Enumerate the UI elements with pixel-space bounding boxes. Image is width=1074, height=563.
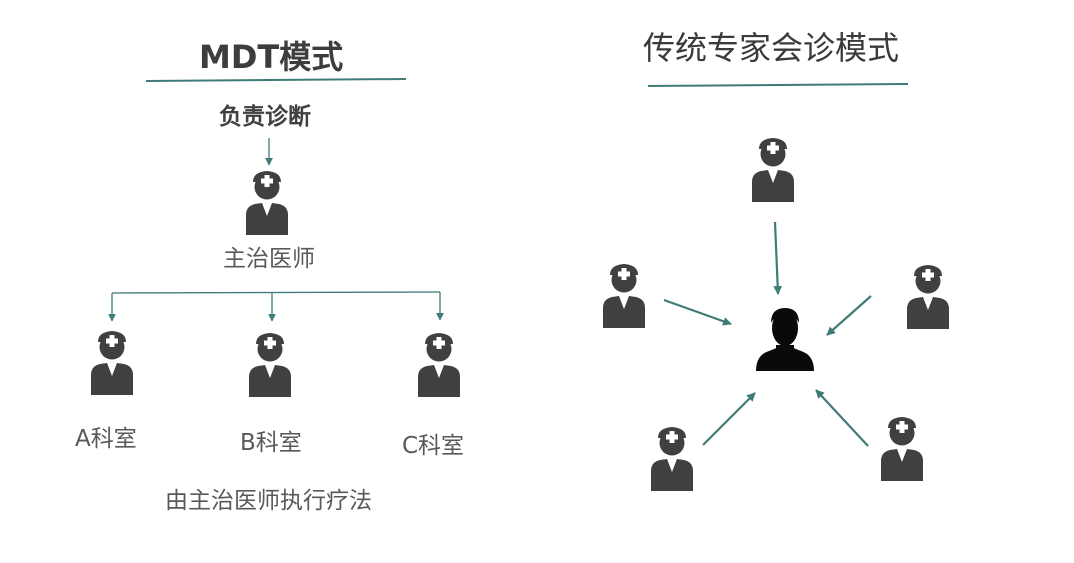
expert-top-doctor-icon	[752, 138, 794, 202]
dept-b-doctor-icon	[249, 333, 291, 397]
traditional-title: 传统专家会诊模式	[643, 29, 900, 67]
dept-a-label: A科室	[75, 426, 137, 452]
attending-doctor-icon	[246, 171, 288, 235]
mdt-title: MDT模式	[199, 38, 344, 76]
attending-label: 主治医师	[223, 246, 315, 272]
arrow-left	[663, 298, 732, 326]
expert-right-doctor-icon	[907, 265, 949, 329]
expert-bottom-left-doctor-icon	[651, 427, 693, 491]
conclusion-label: 由主治医师执行疗法	[165, 488, 372, 514]
dept-c-doctor-icon	[418, 333, 460, 397]
arrow-right	[826, 295, 872, 336]
expert-bottom-right-doctor-icon	[881, 417, 923, 481]
traditional-title-underline	[647, 83, 909, 87]
dept-a-doctor-icon	[91, 331, 133, 395]
expert-left-doctor-icon	[603, 264, 645, 328]
dept-b-label: B科室	[240, 430, 302, 456]
mdt-title-underline	[145, 78, 407, 82]
arrow-top	[773, 221, 783, 295]
arrow-bottom-left	[702, 392, 756, 446]
arrow-bottom-right	[815, 389, 869, 447]
branch-line	[111, 291, 441, 294]
patient-icon	[756, 308, 814, 371]
responsibility-label: 负责诊断	[219, 103, 311, 130]
dept-c-label: C科室	[402, 433, 465, 459]
